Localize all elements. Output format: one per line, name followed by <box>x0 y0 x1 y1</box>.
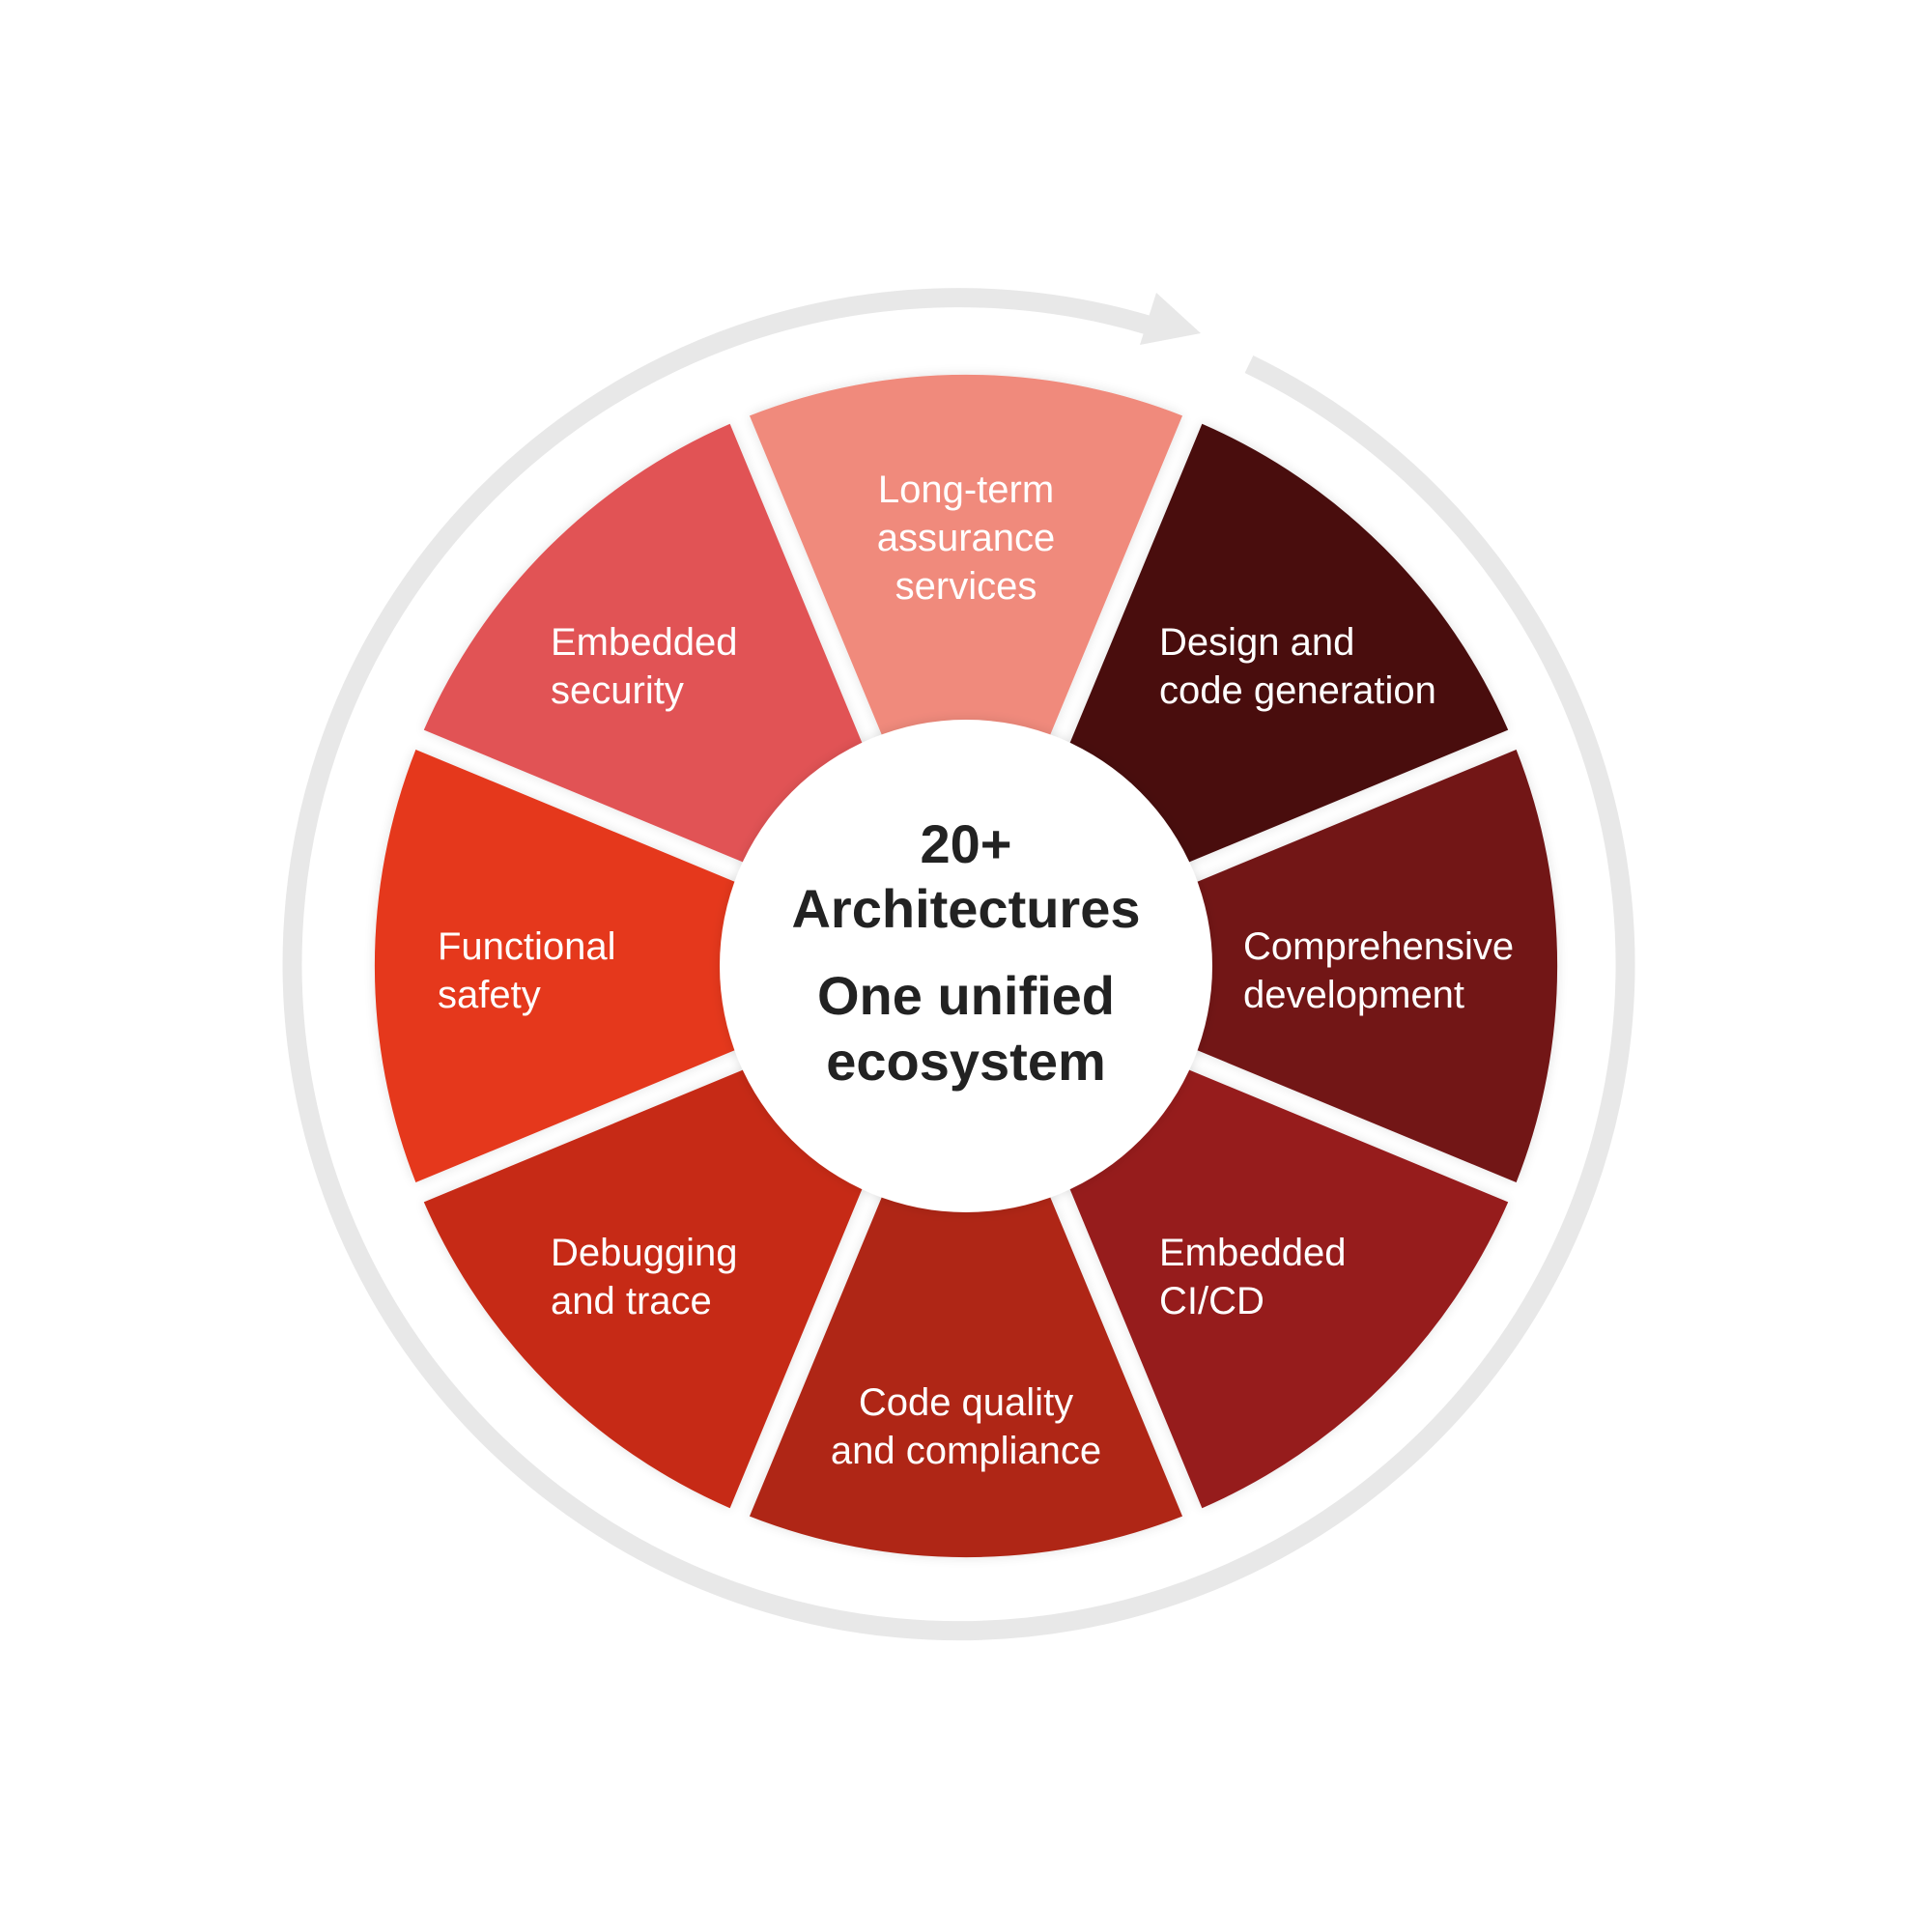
segment-embedded-security <box>423 423 867 867</box>
segment-label-line: Code quality <box>859 1381 1073 1424</box>
segment-functional-safety <box>374 749 749 1183</box>
segment-label-line: and compliance <box>831 1430 1101 1472</box>
segment-label-debugging-trace: Debugging and trace <box>551 1232 738 1322</box>
segment-code-quality-compliance <box>749 1183 1183 1558</box>
segment-design-code-generation <box>1065 423 1509 867</box>
segment-label-line: safety <box>438 974 541 1016</box>
segment-long-term-assurance <box>749 374 1183 749</box>
segment-label-line: development <box>1243 974 1464 1016</box>
cycle-arrow-head-icon <box>1140 293 1201 345</box>
segment-label-line: and trace <box>551 1280 712 1322</box>
segment-label-functional-safety: Functional safety <box>438 925 616 1016</box>
segment-label-long-term-assurance: Long-term assurance services <box>877 469 1056 608</box>
center-circle <box>720 720 1212 1212</box>
center-ecosystem: ecosystem <box>826 1031 1106 1092</box>
segment-label-line: Embedded <box>551 621 737 664</box>
segment-label-line: Debugging <box>551 1232 738 1274</box>
segment-label-line: assurance <box>877 517 1056 559</box>
segment-label-design-code-generation: Design and code generation <box>1159 621 1436 712</box>
segment-label-comprehensive-development: Comprehensive development <box>1243 925 1514 1016</box>
segment-comprehensive-development <box>1183 749 1558 1183</box>
cycle-ring-arc <box>282 288 1635 1641</box>
segment-group <box>374 374 1558 1558</box>
center-architectures: Architectures <box>791 878 1140 939</box>
segment-label-embedded-security: Embedded security <box>551 621 737 712</box>
segment-label-line: services <box>895 565 1037 608</box>
segment-label-line: Embedded <box>1159 1232 1346 1274</box>
segment-label-line: security <box>551 669 684 712</box>
segment-debugging-trace <box>423 1065 867 1509</box>
segment-embedded-cicd <box>1065 1065 1509 1509</box>
segment-label-line: Long-term <box>878 469 1054 511</box>
segment-label-code-quality-compliance: Code quality and compliance <box>831 1381 1101 1472</box>
center-unified: One unified <box>817 965 1115 1026</box>
center-count: 20+ <box>921 813 1012 874</box>
segment-label-line: Comprehensive <box>1243 925 1514 968</box>
segment-label-line: Design and <box>1159 621 1354 664</box>
segment-label-line: CI/CD <box>1159 1280 1264 1322</box>
cycle-ring <box>282 288 1635 1641</box>
segment-label-line: Functional <box>438 925 616 968</box>
segment-label-line: code generation <box>1159 669 1436 712</box>
